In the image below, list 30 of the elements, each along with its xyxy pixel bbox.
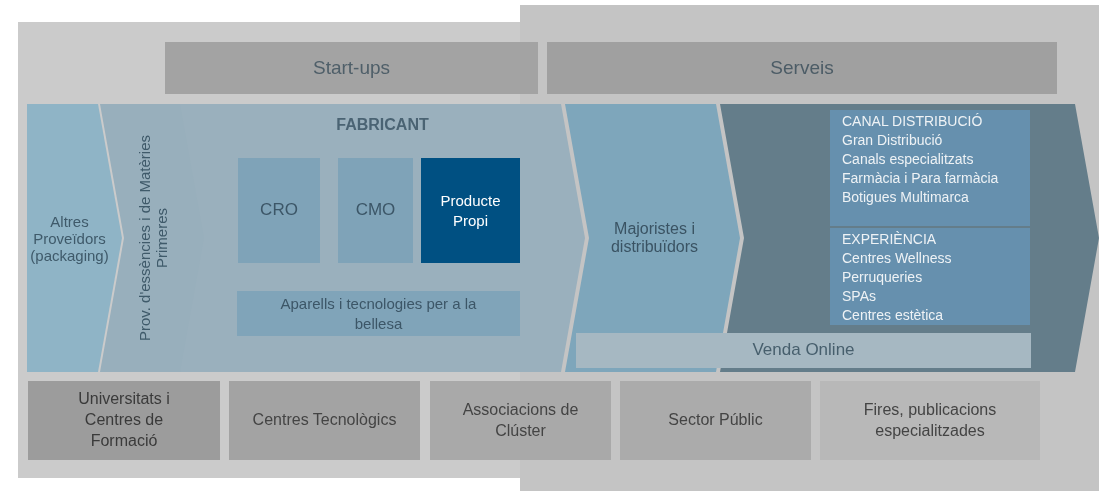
category-bar: Aparells i tecnologies per a la bellesa <box>237 291 520 336</box>
list-item: Centres Wellness <box>842 249 952 268</box>
group-heading: FABRICANT <box>335 116 430 134</box>
list-item: Botigues Multimarca <box>842 188 969 207</box>
value-chain-stage <box>27 104 122 372</box>
category-box: Universitats i Centres de Formació <box>28 381 220 460</box>
list-item: Centres estètica <box>842 306 944 325</box>
category-bar: Venda Online <box>576 333 1031 368</box>
list-heading: CANAL DISTRIBUCIÓ <box>842 112 983 131</box>
stage-label: Majoristes i distribuïdors <box>609 220 700 256</box>
category-box: CMO <box>338 158 413 263</box>
list-item: Canals especialitzats <box>842 150 974 169</box>
stage-label: Altres Proveïdors (packaging) <box>29 212 110 264</box>
category-box: Fires, publicacions especialitzades <box>820 381 1040 460</box>
list-panel <box>830 228 1030 325</box>
list-item: Gran Distribució <box>842 131 943 150</box>
stage-label: Prov. d'essències i de Matèries Primeres <box>135 134 170 343</box>
section-band: Serveis <box>547 42 1057 94</box>
category-box: Associacions de Clúster <box>430 381 611 460</box>
section-band: Start-ups <box>165 42 538 94</box>
category-box: Centres Tecnològics <box>229 381 420 460</box>
list-heading: EXPERIÈNCIA <box>842 230 937 249</box>
category-box: CRO <box>238 158 320 263</box>
highlight-box: Producte Propi <box>421 158 520 263</box>
list-item: SPAs <box>842 287 876 306</box>
list-item: Farmàcia i Para farmàcia <box>842 169 999 188</box>
list-panel <box>830 110 1030 226</box>
value-chain-stage <box>180 104 585 372</box>
category-box: Sector Públic <box>620 381 811 460</box>
list-item: Perruqueries <box>842 268 923 287</box>
